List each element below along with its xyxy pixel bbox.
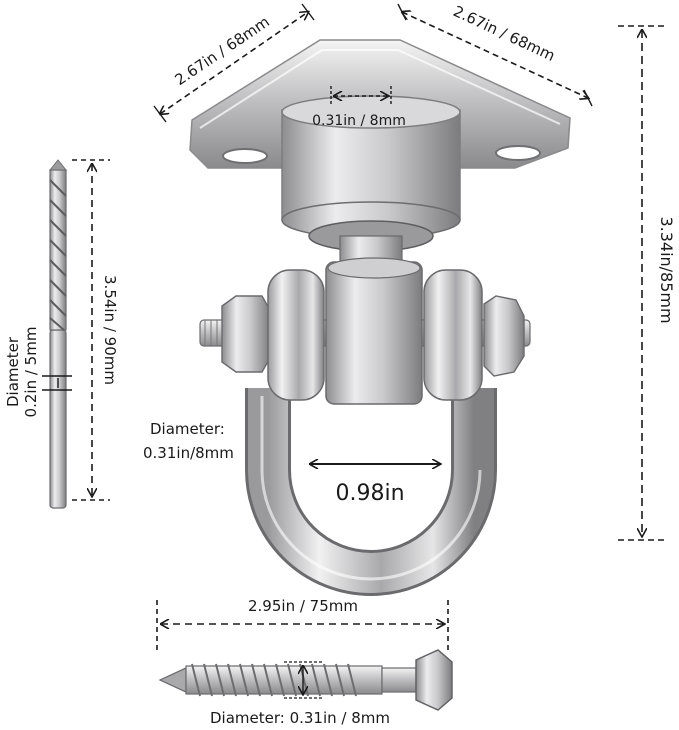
lag-screw xyxy=(158,649,453,711)
label-plate-width-right: 2.67in / 68mm xyxy=(450,2,557,65)
plate-hole-left xyxy=(222,148,268,164)
label-plate-width-left: 2.67in / 68mm xyxy=(172,13,273,89)
shackle xyxy=(245,257,497,596)
label-drill-diameter-title: Diameter xyxy=(4,336,22,407)
label-shackle-opening: 0.98in xyxy=(335,481,404,506)
nut-left xyxy=(221,295,271,373)
shackle-ear-left xyxy=(267,269,325,401)
shackle-ear-right xyxy=(423,269,483,401)
label-shackle-diameter-value: 0.31in/8mm xyxy=(143,444,234,462)
label-shackle-diameter-title: Diameter: xyxy=(150,420,225,438)
plate-hole-right xyxy=(495,145,541,161)
label-total-height: 3.34in/85mm xyxy=(657,216,676,323)
label-screw-length: 2.95in / 75mm xyxy=(248,597,358,615)
label-drill-diameter-value: 0.2in / 5mm xyxy=(22,327,40,418)
label-screw-diameter: Diameter: 0.31in / 8mm xyxy=(210,709,390,727)
label-drill-length: 3.54in / 90mm xyxy=(101,275,119,385)
dimension-lines xyxy=(42,3,668,699)
drill-bit xyxy=(48,159,68,509)
dim-plate-right xyxy=(402,12,588,98)
screw-head xyxy=(415,649,453,711)
swivel-block xyxy=(325,261,423,405)
label-center-hole: 0.31in / 8mm xyxy=(312,113,406,129)
nut-right xyxy=(483,295,525,377)
